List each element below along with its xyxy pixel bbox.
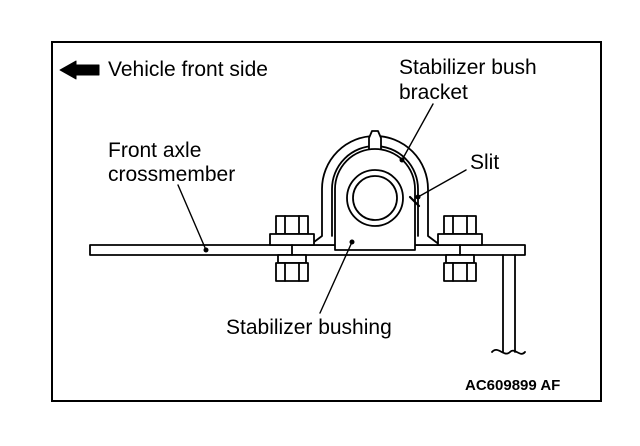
leader-bracket [401, 103, 434, 161]
stabilizer-bar-inner [352, 175, 398, 221]
left-bolt [269, 215, 315, 282]
leader-bushing [319, 241, 353, 314]
figure-frame [51, 41, 602, 402]
arrow-left-icon [59, 60, 100, 80]
leader-slit [417, 169, 467, 198]
vehicle-front-label: Vehicle front side [108, 58, 268, 81]
vertical-member [491, 254, 526, 355]
crossmember-label-line2: crossmember [108, 163, 236, 186]
stabilizer-bar-outer [346, 169, 404, 227]
figure-code: AC609899 AF [465, 377, 561, 394]
right-bolt [437, 215, 483, 282]
leader-crossmember [177, 184, 207, 251]
slit-label: Slit [470, 151, 500, 174]
bracket-label-line2: bracket [399, 81, 468, 104]
bracket-label-line1: Stabilizer bush [399, 56, 537, 79]
bushing-label: Stabilizer bushing [226, 316, 392, 339]
crossmember-label-line1: Front axle [108, 139, 202, 162]
bracket-tab [368, 130, 382, 153]
bushing-slit [408, 195, 421, 208]
